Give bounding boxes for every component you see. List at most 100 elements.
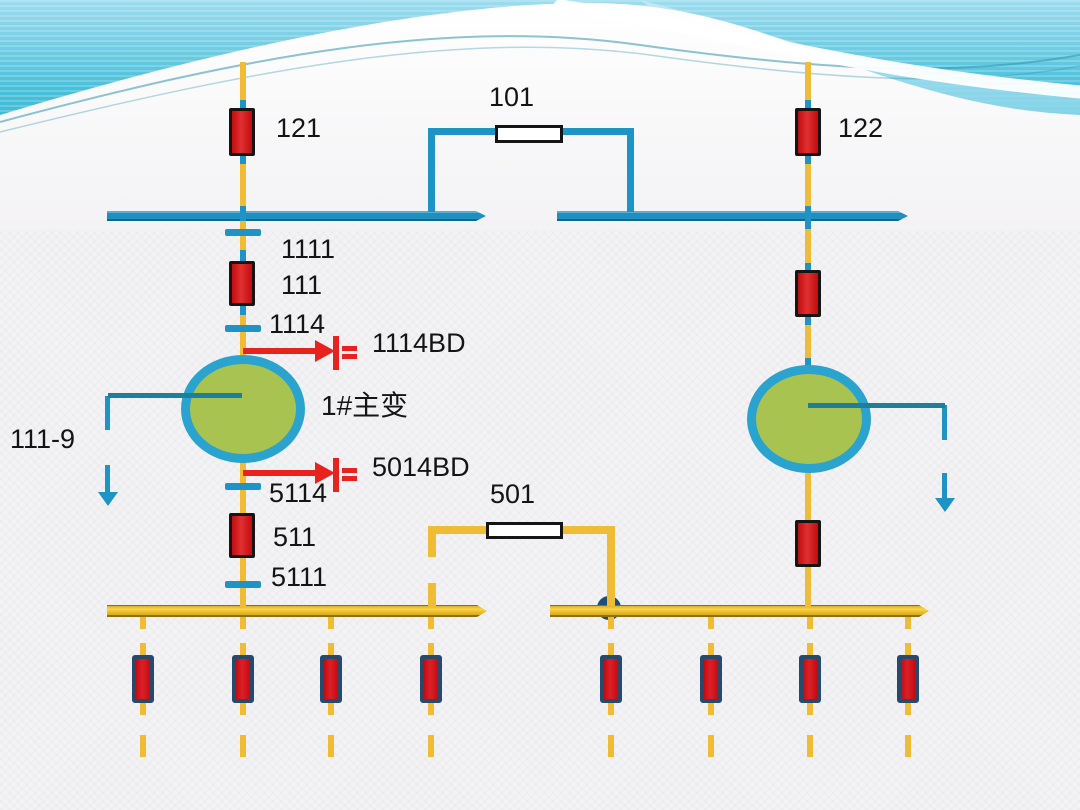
disconnect-111-9-arrow-shaft bbox=[105, 465, 110, 493]
left-line-bus-joint bbox=[240, 206, 246, 221]
right-incoming-line bbox=[805, 62, 811, 100]
ground-arrow-1114bd-head bbox=[315, 340, 335, 362]
feeder-segment bbox=[140, 643, 146, 655]
right-line-to-bus bbox=[805, 164, 811, 206]
feeder-stub bbox=[140, 617, 146, 629]
feeder-breaker bbox=[897, 655, 919, 703]
right-line-joint bbox=[805, 156, 811, 164]
disconnect-5114-label: 5114 bbox=[269, 478, 328, 508]
left-line-1114 bbox=[240, 315, 246, 356]
right-line-to-lv-bus bbox=[805, 561, 811, 607]
tie-501-left-drop-upper bbox=[428, 526, 436, 557]
transformer-2 bbox=[747, 365, 871, 473]
right-line-xfmr bbox=[805, 325, 811, 358]
left-joint-111 bbox=[240, 250, 246, 261]
feeder-stub bbox=[240, 703, 246, 715]
left-line-to-bus bbox=[240, 164, 246, 206]
ground-arrow-5014bd-head bbox=[315, 462, 335, 484]
feeder-segment bbox=[608, 643, 614, 655]
disconnect-1114-label: 1114 bbox=[269, 309, 326, 339]
feeder-segment bbox=[807, 643, 813, 655]
right-drop-arrow-shaft bbox=[942, 473, 947, 499]
feeder-stub bbox=[608, 703, 614, 715]
breaker-121-label: 121 bbox=[276, 113, 322, 143]
feeder-breaker bbox=[232, 655, 254, 703]
disconnect-5111 bbox=[225, 581, 261, 588]
transformer-1-label: 1#主变 bbox=[321, 390, 409, 421]
ground-5014bd-dash bbox=[342, 468, 357, 473]
disconnect-111-9-arrow-head bbox=[98, 492, 118, 506]
feeder-tail bbox=[608, 735, 614, 757]
breaker-122 bbox=[795, 108, 821, 156]
tie-501-right-drop bbox=[607, 526, 615, 606]
feeder-segment bbox=[905, 643, 911, 655]
ground-1114bd-dash bbox=[342, 354, 357, 359]
bus-110kv-left bbox=[107, 211, 486, 221]
disconnect-1114 bbox=[225, 325, 261, 332]
ground-1114bd-bar bbox=[333, 336, 339, 370]
breaker-511-label: 511 bbox=[273, 522, 317, 552]
bus-10kv-left bbox=[107, 605, 487, 617]
transformer-1-winding-lead bbox=[108, 393, 242, 398]
left-incoming-line-joint bbox=[240, 100, 246, 108]
feeder-breaker bbox=[600, 655, 622, 703]
left-line-lv bbox=[240, 445, 246, 513]
disconnect-111-9-label: 111-9 bbox=[10, 424, 76, 454]
bus-110kv-right bbox=[557, 211, 908, 221]
right-joint-mid bbox=[805, 263, 811, 271]
tie-501-right-horizontal bbox=[560, 526, 611, 534]
left-joint-1114 bbox=[240, 306, 246, 315]
right-joint-xfmr2 bbox=[805, 358, 811, 366]
ground-5014bd-dash bbox=[342, 476, 357, 481]
breaker-right-lv bbox=[795, 520, 821, 567]
left-incoming-line bbox=[240, 62, 246, 100]
breaker-121 bbox=[229, 108, 255, 156]
disconnect-5114 bbox=[225, 483, 261, 490]
breaker-122-label: 122 bbox=[838, 113, 884, 143]
transformer-1 bbox=[181, 355, 305, 463]
disconnect-5111-label: 5111 bbox=[271, 562, 328, 592]
tie-101-label: 101 bbox=[489, 82, 535, 112]
ground-5014bd-bar bbox=[333, 458, 339, 492]
feeder-tail bbox=[140, 735, 146, 757]
disconnect-111-9-line bbox=[105, 396, 110, 430]
tie-101-right-horizontal bbox=[562, 128, 630, 135]
breaker-right-hv bbox=[795, 270, 821, 317]
tie-501-left-horizontal bbox=[428, 526, 488, 534]
feeder-stub bbox=[140, 703, 146, 715]
right-incoming-line-joint bbox=[805, 100, 811, 108]
feeder-breaker bbox=[700, 655, 722, 703]
tie-breaker-501 bbox=[486, 522, 563, 539]
tie-101-right-drop bbox=[627, 128, 634, 212]
feeder-tail bbox=[428, 735, 434, 757]
tie-101-left-drop bbox=[428, 128, 435, 212]
feeder-segment bbox=[708, 643, 714, 655]
feeder-stub bbox=[708, 617, 714, 629]
right-line-bus-joint bbox=[805, 206, 811, 229]
feeder-stub bbox=[807, 703, 813, 715]
feeder-stub bbox=[708, 703, 714, 715]
feeder-breaker bbox=[420, 655, 442, 703]
feeder-segment bbox=[240, 643, 246, 655]
left-line-joint bbox=[240, 156, 246, 164]
feeder-segment bbox=[328, 643, 334, 655]
disconnect-1111 bbox=[225, 229, 261, 236]
feeder-stub bbox=[905, 617, 911, 629]
feeder-stub bbox=[328, 703, 334, 715]
tie-101-left-horizontal bbox=[428, 128, 496, 135]
feeder-tail bbox=[807, 735, 813, 757]
bus-10kv-right bbox=[550, 605, 929, 617]
feeder-stub bbox=[328, 617, 334, 629]
right-drop-line bbox=[942, 405, 947, 440]
feeder-stub bbox=[240, 617, 246, 629]
ground-5014bd-label: 5014BD bbox=[372, 452, 470, 482]
wave-banner-graphic bbox=[0, 0, 1080, 230]
feeder-tail bbox=[328, 735, 334, 757]
feeder-segment bbox=[428, 643, 434, 655]
right-joint-xfmr bbox=[805, 317, 811, 325]
feeder-breaker bbox=[799, 655, 821, 703]
transformer-2-winding-lead bbox=[808, 403, 945, 408]
tie-501-left-drop-lower bbox=[428, 583, 436, 607]
breaker-511 bbox=[229, 513, 255, 558]
